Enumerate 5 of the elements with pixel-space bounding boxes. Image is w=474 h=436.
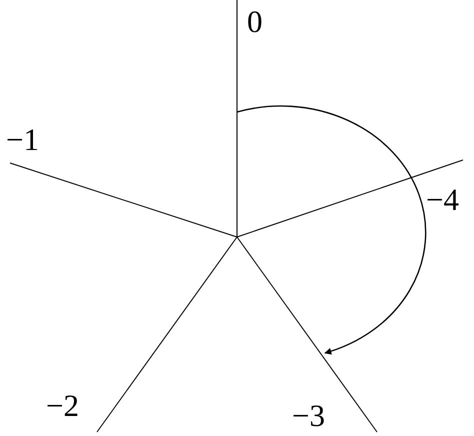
ray-label: −4 (426, 184, 459, 215)
ray-label: −2 (46, 390, 79, 421)
ray-label: 0 (247, 6, 262, 37)
ray-label: −1 (6, 124, 39, 155)
ray-label: −3 (292, 400, 325, 431)
